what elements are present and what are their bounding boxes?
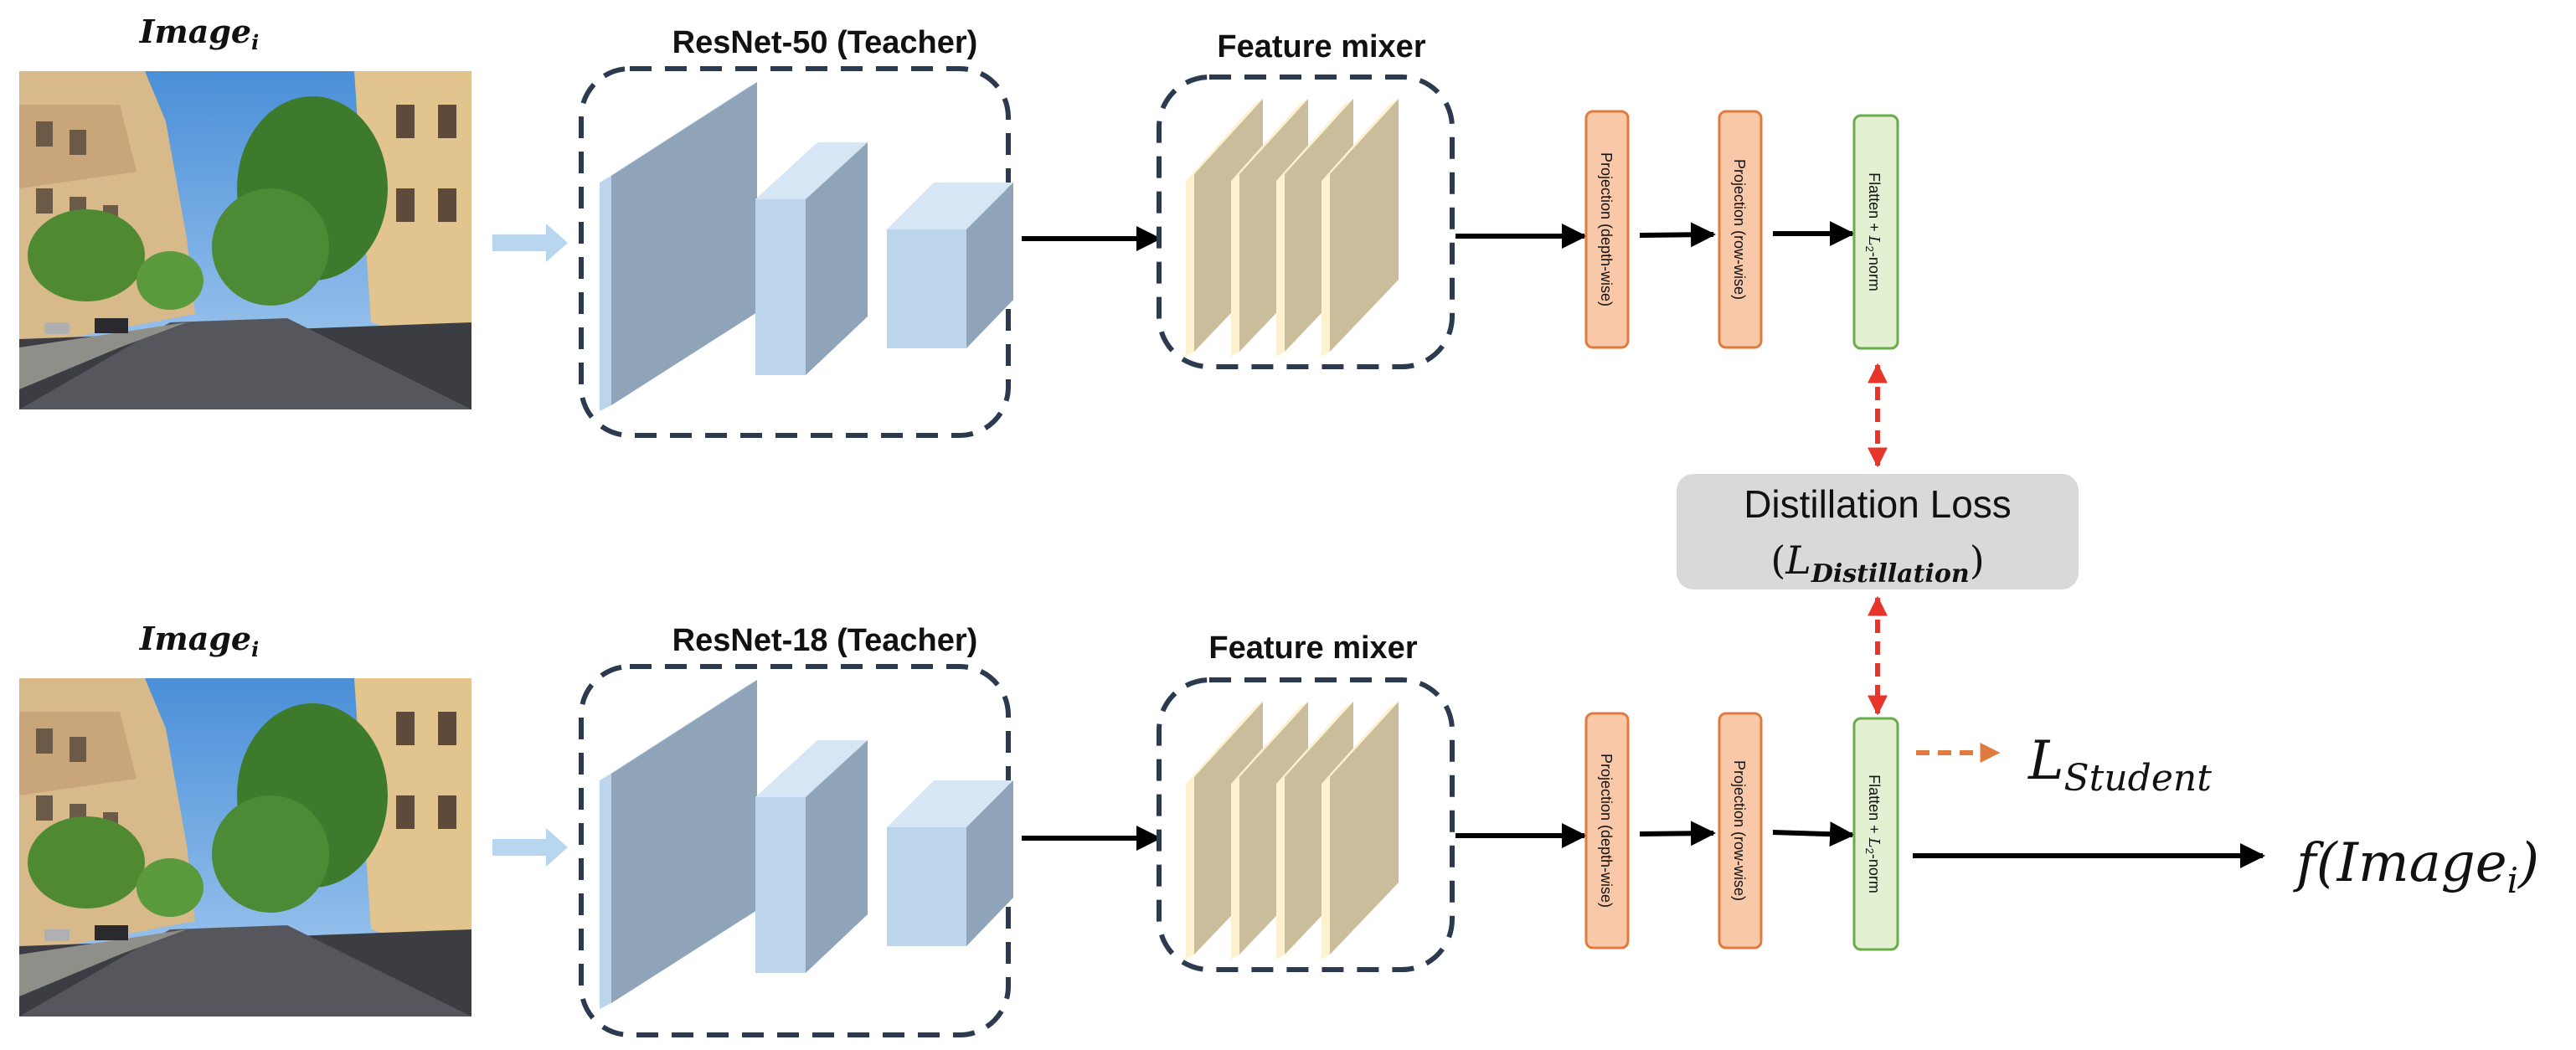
bottom-projection-depthwise	[1584, 712, 1630, 950]
bottom-street-image	[19, 678, 471, 1017]
top-projection-rowwise	[1718, 110, 1763, 349]
bottom-mixer-sheets	[1186, 702, 1399, 960]
top-projection-depthwise	[1584, 110, 1630, 349]
bottom-mixer-title: Feature mixer	[1208, 631, 1417, 666]
distillation-loss-box	[1677, 474, 2079, 589]
top-projection-rowwise-label: Projection (row-wise)	[1731, 159, 1748, 300]
bottom-arrow-to-proj2	[1639, 821, 1716, 847]
distillation-loss-formula: (LDistillation)	[1770, 538, 1984, 589]
top-mixer-box	[1157, 75, 1455, 369]
bottom-arrow-to-flatten	[1772, 821, 1855, 847]
bottom-resnet-layers	[600, 680, 1013, 1009]
bottom-projection-rowwise	[1718, 712, 1763, 950]
top-resnet-layers	[600, 82, 1013, 411]
top-arrow-to-proj2	[1639, 222, 1716, 248]
bottom-flatten-l2norm	[1852, 717, 1899, 951]
top-projection-depthwise-label: Projection (depth-wise)	[1598, 152, 1615, 306]
top-input-arrow	[492, 224, 568, 262]
bottom-mixer-box	[1157, 677, 1455, 972]
bottom-projection-rowwise-label: Projection (row-wise)	[1731, 760, 1748, 901]
top-image-label: Imagei	[139, 13, 259, 54]
top-mixer-title: Feature mixer	[1217, 29, 1425, 64]
bottom-flatten-l2norm-label: Flatten + L2-norm	[1863, 775, 1883, 893]
top-mixer-sheets	[1186, 99, 1399, 357]
top-row: Imagei ResNet-50 (Teacher) Feature mixer…	[19, 13, 1899, 438]
distillation-loss-title: Distillation Loss	[1744, 482, 2012, 526]
bottom-backbone-title: ResNet-18 (Teacher)	[672, 623, 978, 658]
top-street-image	[19, 71, 471, 409]
bottom-input-arrow	[492, 828, 568, 867]
top-flatten-l2norm-label: Flatten + L2-norm	[1863, 172, 1883, 291]
top-flatten-l2norm	[1852, 114, 1899, 350]
student-loss-label: LStudent	[2027, 730, 2212, 800]
bottom-image-label: Imagei	[139, 620, 259, 661]
bottom-projection-depthwise-label: Projection (depth-wise)	[1598, 754, 1615, 908]
output-embedding-label: f(Imagei)	[2293, 832, 2539, 901]
top-backbone-title: ResNet-50 (Teacher)	[672, 25, 978, 60]
distillation: Distillation Loss (LDistillation)	[1677, 363, 2079, 716]
bottom-row: Imagei ResNet-18 (Teacher) Feature mixer…	[19, 620, 2539, 1037]
